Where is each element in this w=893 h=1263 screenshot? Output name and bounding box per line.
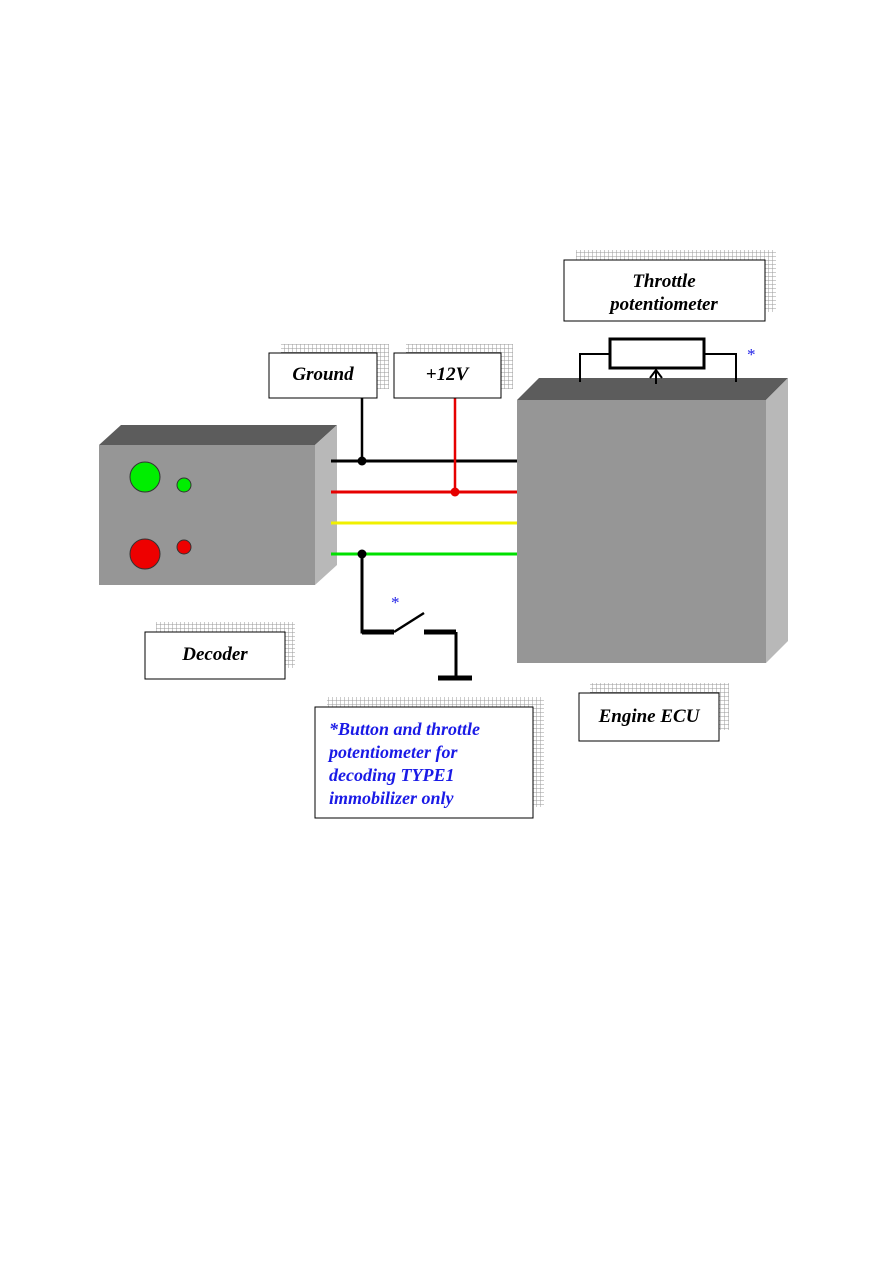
ecu-box-front [517,400,766,663]
ecu-box-top [517,378,788,400]
decode-button-switch [357,549,472,681]
pot-body [608,337,706,370]
note-line-1: *Button and throttle [329,719,480,739]
led-green-large [129,461,161,493]
throttle-label-box [563,259,766,322]
ecu-box-side [766,378,788,663]
engine-ecu-box [517,378,788,663]
pot-wiper-arrow [649,368,663,379]
throttle-label-line1: Throttle [632,271,696,292]
plus12v-label-box [393,352,502,399]
led-red-small [176,539,192,555]
ecu-label-box [578,692,720,742]
switch-lead-left [360,554,394,634]
led-green-small [176,477,192,493]
plus12v-junction [450,487,460,497]
decoder-label: Decoder [181,644,248,665]
pot-lead-right [704,353,737,382]
ground-label-box [268,352,378,399]
note-box [314,706,534,819]
ground-junction [357,456,367,466]
ecu-label: Engine ECU [598,706,701,727]
switch-asterisk: * [391,593,400,612]
decoder-box [99,425,337,585]
decoder-box-side [315,425,337,585]
led-red-large [129,538,161,570]
plus12v-label: +12V [426,364,470,385]
decoder-box-top [99,425,337,445]
note-line-2: potentiometer for [327,742,458,762]
throttle-label-line2: potentiometer [608,294,718,315]
decoder-box-front [99,445,315,585]
pot-lead-left [579,353,610,382]
decoder-label-box [144,631,286,680]
switch-lever [393,611,425,634]
ground-label: Ground [292,364,354,385]
throttle-potentiometer [579,337,737,384]
note-line-3: decoding TYPE1 [329,765,454,785]
pot-asterisk: * [747,345,756,364]
note-line-4: immobilizer only [329,788,455,808]
